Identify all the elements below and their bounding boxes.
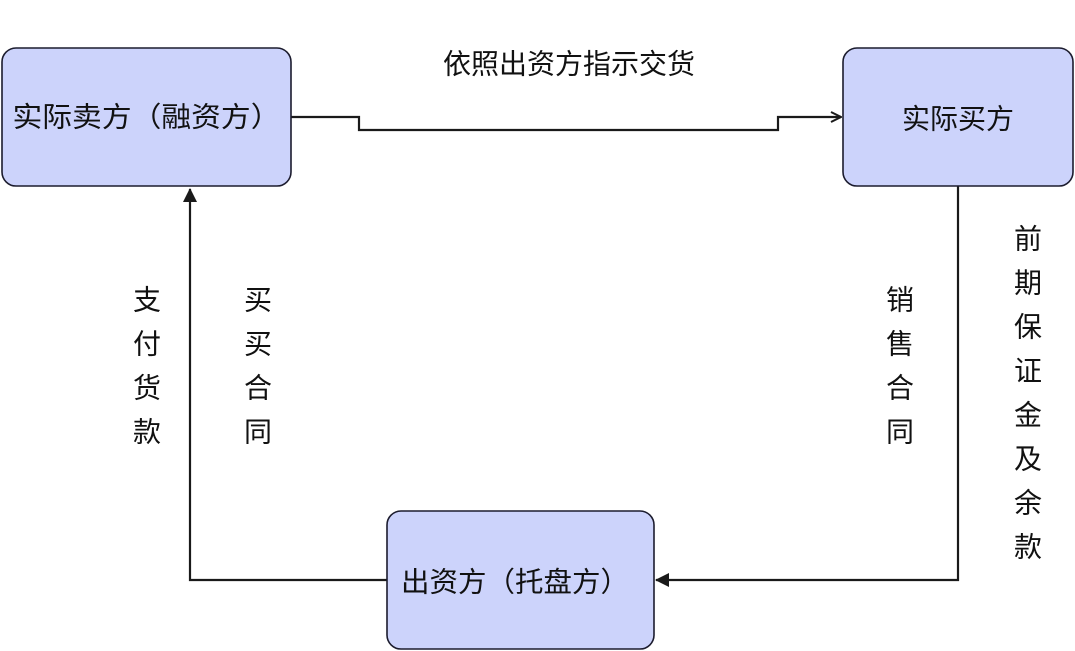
- edge-label-purchase-contract-char: 买: [244, 328, 272, 361]
- edge-label-sales-contract-char: 售: [886, 328, 914, 361]
- edge-label-sales-contract-char: 销: [886, 284, 914, 317]
- edge-label-payment-char: 付: [133, 328, 161, 361]
- edge-buyer-to-financier: [655, 186, 960, 587]
- node-actual-buyer: 实际买方: [842, 47, 1074, 187]
- edge-label-deposit-balance-char: 金: [1014, 399, 1042, 432]
- node-financier-label: 出资方（托盘方）: [401, 566, 629, 599]
- edge-label-deposit-balance-char: 证: [1014, 355, 1042, 388]
- edge-label-deposit-balance-char: 余: [1014, 487, 1042, 520]
- edge-label-sales-contract-char: 合: [886, 372, 914, 405]
- edge-label-sales-contract-char: 同: [886, 416, 914, 449]
- edge-label-payment-char: 款: [133, 416, 161, 449]
- edge-label-payment-char: 支: [133, 284, 161, 317]
- node-actual-seller-label: 实际卖方（融资方）: [13, 101, 281, 134]
- edge-label-deposit-balance-char: 保: [1014, 311, 1042, 344]
- node-actual-buyer-label: 实际买方: [902, 103, 1014, 136]
- edge-label-purchase-contract-char: 合: [244, 372, 272, 405]
- edge-label-deposit-balance-char: 及: [1014, 443, 1042, 476]
- edge-label-deposit-balance-char: 期: [1014, 267, 1042, 300]
- node-actual-seller: 实际卖方（融资方）: [1, 47, 292, 187]
- edge-label-delivery: 依照出资方指示交货: [443, 48, 695, 81]
- node-financier: 出资方（托盘方）: [386, 510, 655, 650]
- edge-financier-to-seller: [183, 188, 387, 582]
- edge-label-payment-char: 货: [133, 372, 161, 405]
- edge-label-deposit-balance-char: 款: [1014, 531, 1042, 564]
- edge-seller-to-buyer: [291, 117, 841, 132]
- edge-label-purchase-contract-char: 同: [244, 416, 272, 449]
- edge-label-deposit-balance-char: 前: [1014, 223, 1042, 256]
- edge-label-purchase-contract-char: 买: [244, 284, 272, 317]
